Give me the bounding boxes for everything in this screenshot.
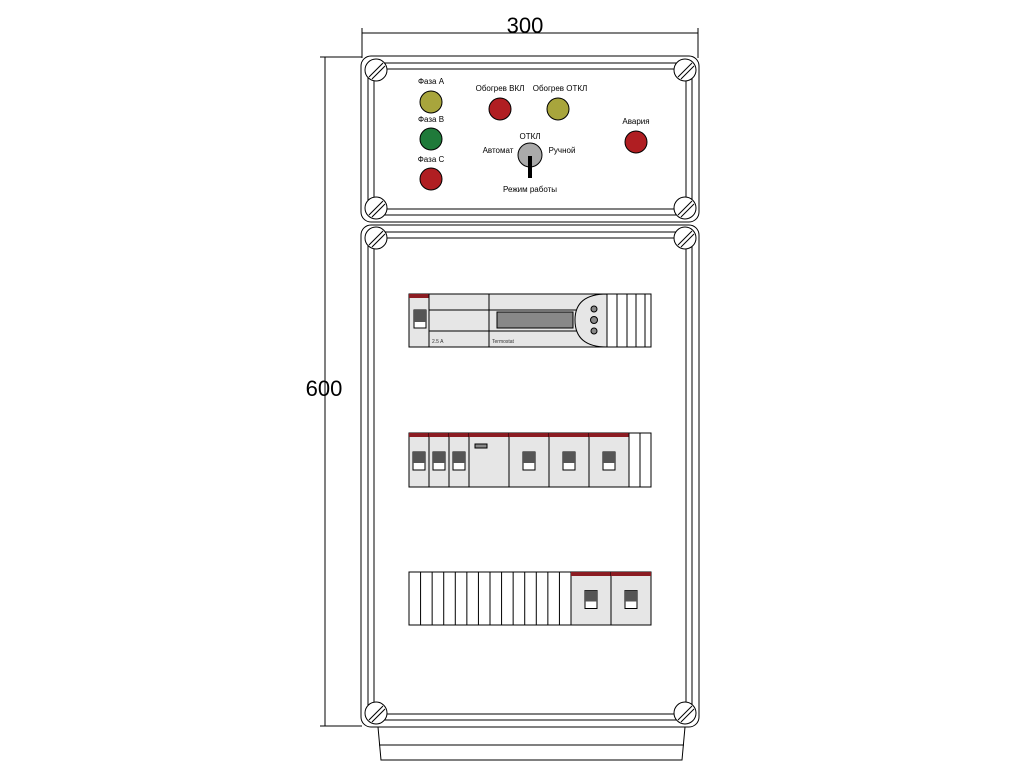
lamp-phase-c [419, 167, 443, 191]
screw-slot [677, 200, 693, 216]
label-phase-a: Фаза А [418, 77, 445, 86]
screw-slot [368, 200, 384, 216]
screw-slot [368, 230, 384, 246]
circuit-breaker [428, 432, 450, 488]
circuit-breaker [448, 432, 470, 488]
module-indicator [474, 443, 488, 449]
screw-slot [371, 203, 386, 218]
breaker-stripe [549, 433, 589, 437]
screw-slot [371, 233, 386, 248]
breaker-stripe [611, 572, 651, 576]
screw-icon [364, 226, 388, 250]
breaker-stripe [589, 433, 629, 437]
height-dimension [320, 56, 362, 727]
screws [364, 58, 697, 725]
breaker-lever [625, 590, 637, 602]
circuit-breaker [408, 432, 430, 488]
lamp-heating-off [546, 97, 570, 121]
circuit-breaker [610, 571, 652, 626]
din-rail-3 [408, 571, 652, 626]
screw-slot [368, 705, 384, 721]
screw-icon [364, 58, 388, 82]
breaker-lever [563, 452, 575, 463]
label-heating-off: Обогрев ОТКЛ [533, 84, 588, 93]
lamp-heating-on [488, 97, 512, 121]
auxiliary-module [468, 432, 510, 488]
breaker-lever [603, 452, 615, 463]
screw-slot [368, 62, 384, 78]
width-dimension [361, 28, 699, 58]
breaker-stripe [509, 433, 549, 437]
screw-slot [677, 230, 693, 246]
label-switch-caption: Режим работы [503, 185, 557, 194]
screw-slot [371, 65, 386, 80]
label-heating-on: Обогрев ВКЛ [476, 84, 525, 93]
screw-icon [673, 701, 697, 725]
label-alarm: Авария [622, 117, 649, 126]
din-rail-2 [408, 432, 652, 488]
circuit-breaker [570, 571, 612, 626]
label-switch-manual: Ручной [549, 146, 576, 155]
cabinet-base [377, 726, 686, 761]
breaker-stripe [571, 572, 611, 576]
width-label: 300 [507, 13, 544, 38]
lamp-phase-a [419, 90, 443, 114]
circuit-breaker [588, 432, 630, 488]
breaker-lever [433, 452, 445, 463]
lamp-phase-b [419, 127, 443, 151]
breaker-lever [413, 452, 425, 463]
din-rail-1 [408, 293, 652, 348]
circuit-breaker [508, 432, 550, 488]
label-switch-off: ОТКЛ [519, 132, 540, 141]
label-phase-b: Фаза В [418, 115, 444, 124]
lamp-alarm [624, 130, 648, 154]
breaker-stripe [429, 433, 449, 437]
breaker-lever [453, 452, 465, 463]
screw-icon [673, 196, 697, 220]
module-stripe [469, 433, 509, 437]
rail1-breaker-label: 2.5 A [432, 339, 444, 345]
screw-icon [364, 196, 388, 220]
screw-slot [677, 62, 693, 78]
screw-slot [680, 203, 695, 218]
screw-slot [680, 233, 695, 248]
screw-slot [371, 708, 386, 723]
circuit-breaker [548, 432, 590, 488]
breaker-stripe [449, 433, 469, 437]
label-switch-auto: Автомат [483, 146, 514, 155]
label-phase-c: Фаза С [418, 155, 445, 164]
breaker-stripe [409, 433, 429, 437]
screw-slot [680, 65, 695, 80]
top-enclosure [360, 55, 700, 223]
screw-slot [677, 705, 693, 721]
breaker-lever [523, 452, 535, 463]
screw-icon [673, 226, 697, 250]
screw-slot [680, 708, 695, 723]
screw-icon [673, 58, 697, 82]
height-label: 600 [306, 376, 343, 401]
mode-selector-switch[interactable] [517, 142, 543, 178]
rail1-display-label: Termostat [492, 339, 515, 345]
breaker-lever [585, 590, 597, 602]
screw-icon [364, 701, 388, 725]
